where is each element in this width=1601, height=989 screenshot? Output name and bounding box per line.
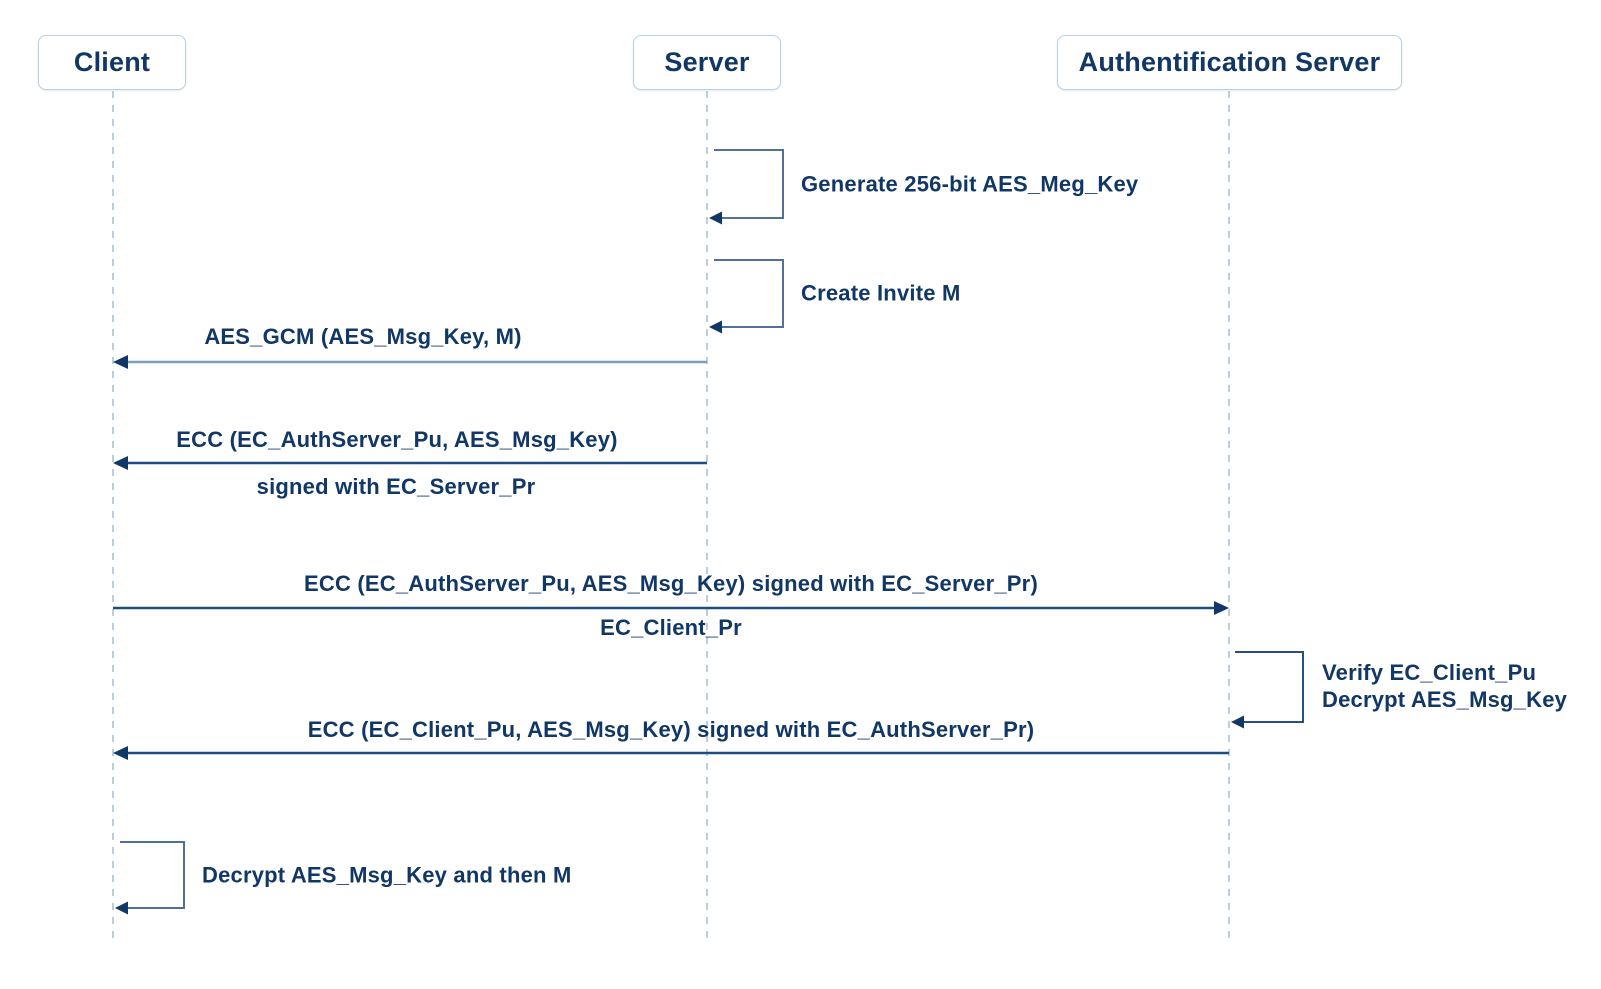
label-return-ecc: ECC (EC_Client_Pu, AES_Msg_Key) signed w… [307, 717, 1035, 742]
arrow-ecc-signed-arrowhead [113, 456, 128, 470]
self-loop-decrypt-msg-arrowhead [115, 901, 128, 915]
label-decrypt-line: Decrypt AES_Msg_Key [1322, 687, 1568, 712]
label-verify-line: Verify EC_Client_Pu [1322, 660, 1537, 685]
label-ecc-signed-sub: signed with EC_Server_Pr [256, 474, 536, 499]
label-generate-key: Generate 256-bit AES_Meg_Key [801, 171, 1139, 197]
self-loop-create-invite [714, 259, 784, 328]
actor-label-server: Server [664, 47, 750, 77]
arrow-return-ecc-arrowhead [113, 746, 128, 760]
actor-label-auth-server: Authentification Server [1078, 47, 1381, 77]
actor-box-auth-server: Authentification Server [1057, 35, 1402, 90]
actor-box-server: Server [633, 35, 781, 90]
label-forward-ecc: ECC (EC_AuthServer_Pu, AES_Msg_Key) sign… [304, 571, 1038, 596]
arrow-forward-ecc-arrowhead [1214, 601, 1229, 615]
actor-box-client: Client [38, 35, 186, 90]
self-loop-verify-decrypt-arrowhead [1231, 715, 1244, 729]
label-decrypt-msg: Decrypt AES_Msg_Key and then M [202, 862, 572, 888]
self-loop-generate-key [714, 149, 784, 219]
label-aes-gcm: AES_GCM (AES_Msg_Key, M) [204, 324, 522, 349]
label-create-invite: Create Invite M [801, 280, 961, 306]
label-ecc-signed: ECC (EC_AuthServer_Pu, AES_Msg_Key) [176, 427, 618, 452]
self-loop-decrypt-msg [120, 841, 185, 909]
label-verify-decrypt: Verify EC_Client_Pu Decrypt AES_Msg_Key [1322, 659, 1567, 713]
self-loop-generate-key-arrowhead [709, 211, 722, 225]
self-loop-verify-decrypt [1235, 651, 1304, 723]
label-forward-ecc-sub: EC_Client_Pr [600, 615, 742, 640]
actor-label-client: Client [73, 47, 151, 77]
arrow-aes-gcm-arrowhead [113, 355, 128, 369]
self-loop-create-invite-arrowhead [709, 320, 722, 334]
